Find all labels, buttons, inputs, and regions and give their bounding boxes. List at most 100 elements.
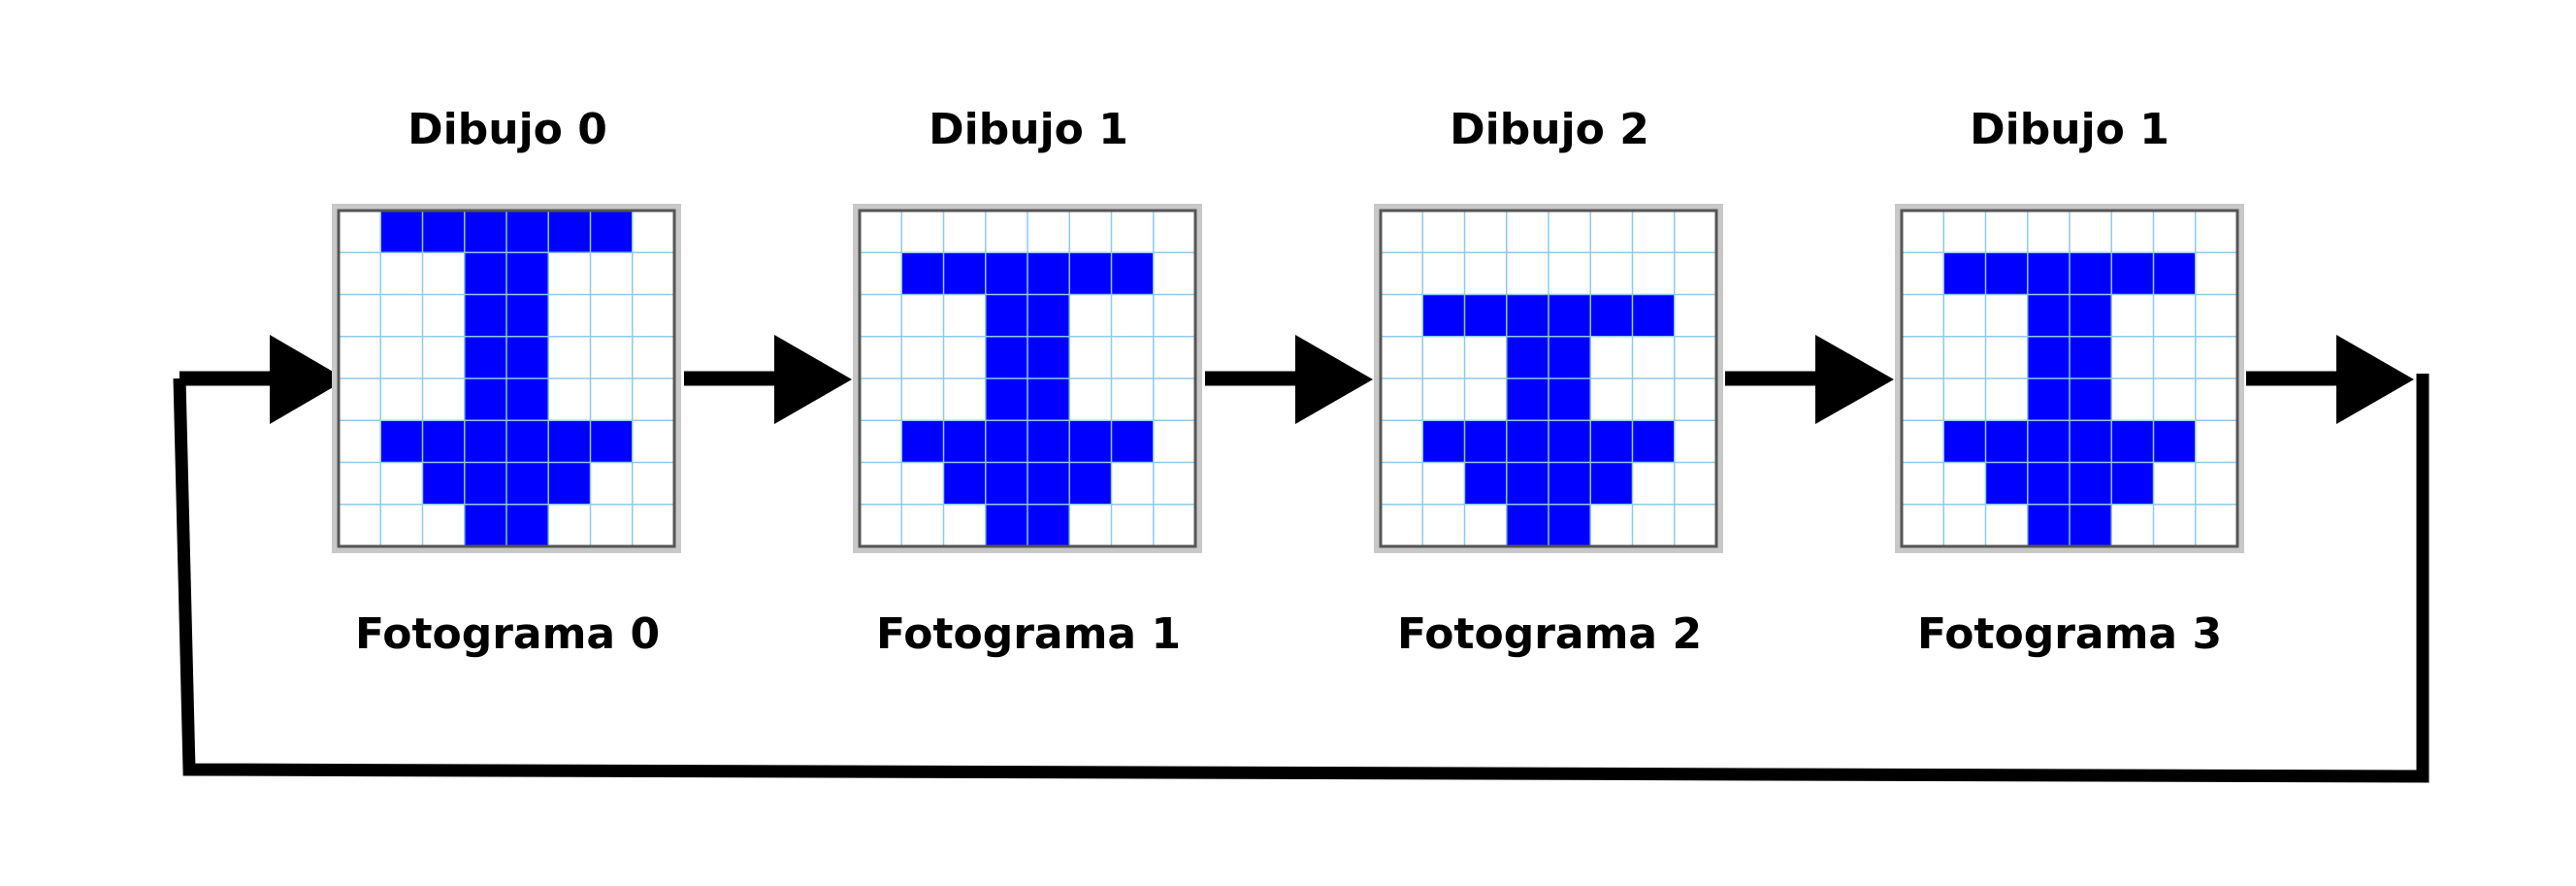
- pixel-cell: [2070, 294, 2112, 338]
- pixel-cell: [464, 294, 507, 338]
- pixel-cell: [1027, 336, 1070, 379]
- pixel-cell: [2153, 252, 2197, 295]
- pixel-cell: [2027, 378, 2071, 421]
- pixel-cell: [422, 211, 466, 253]
- pixel-grid: [1374, 204, 1723, 553]
- frame-3: Dibujo 1 Fotograma 3: [1895, 105, 2244, 659]
- pixel-cell: [985, 294, 1028, 338]
- tile-border: [1900, 209, 2239, 548]
- pixel-cell: [2027, 294, 2071, 338]
- drawing-label: Dibujo 0: [408, 105, 607, 154]
- pixel-cell: [380, 211, 423, 253]
- pixel-cell: [2111, 252, 2154, 295]
- frame-label: Fotograma 2: [1397, 609, 1702, 659]
- pixel-cell: [464, 462, 507, 506]
- pixel-cell: [1027, 420, 1070, 463]
- pixel-cell: [2027, 336, 2071, 379]
- pixel-cell: [985, 504, 1028, 547]
- loop-back-line: [173, 374, 2429, 783]
- pixel-cell: [1590, 462, 1633, 506]
- arrow-into-frame-0: [179, 335, 346, 424]
- pixel-cell: [1549, 420, 1591, 463]
- pixel-cell: [985, 462, 1028, 506]
- pixel-cell: [2027, 504, 2071, 547]
- pixel-cell: [1506, 336, 1549, 379]
- pixel-cell: [506, 211, 549, 253]
- pixel-cell: [1464, 294, 1508, 338]
- pixel-cell: [985, 378, 1028, 421]
- pixel-cell: [1549, 462, 1591, 506]
- drawing-label: Dibujo 2: [1450, 105, 1649, 154]
- pixel-cell: [2070, 378, 2112, 421]
- tile-border: [337, 209, 676, 548]
- pixel-cell: [548, 462, 591, 506]
- pixel-cell: [1069, 462, 1112, 506]
- pixel-cell: [1111, 252, 1155, 295]
- pixel-cell: [506, 294, 549, 338]
- pixel-cell: [464, 336, 507, 379]
- frame-2: Dibujo 2 Fotograma 2: [1374, 105, 1723, 659]
- arrow-frame-1-to-2: [1205, 335, 1373, 424]
- pixel-cell: [464, 504, 507, 547]
- pixel-cell: [901, 252, 944, 295]
- pixel-cell: [1506, 294, 1549, 338]
- pixel-cell: [380, 420, 423, 463]
- pixel-cell: [506, 336, 549, 379]
- pixel-cell: [1549, 294, 1591, 338]
- pixel-cell: [943, 252, 987, 295]
- pixel-cell: [1027, 294, 1070, 338]
- drawing-label: Dibujo 1: [1970, 105, 2169, 154]
- pixel-cell: [2070, 252, 2112, 295]
- frame-label: Fotograma 0: [355, 609, 660, 659]
- frame-label: Fotograma 3: [1917, 609, 2222, 659]
- pixel-cell: [2027, 252, 2071, 295]
- pixel-cell: [1069, 252, 1112, 295]
- pixel-cell: [901, 420, 944, 463]
- pixel-cell: [2027, 462, 2071, 506]
- pixel-cell: [464, 252, 507, 295]
- pixel-cell: [2153, 420, 2197, 463]
- pixel-cell: [2111, 420, 2154, 463]
- pixel-cell: [464, 420, 507, 463]
- pixel-cell: [2070, 462, 2112, 506]
- pixel-cell: [1069, 420, 1112, 463]
- pixel-cell: [985, 252, 1028, 295]
- pixel-cell: [506, 504, 549, 547]
- pixel-cell: [464, 378, 507, 421]
- pixel-grid: [332, 204, 681, 553]
- pixel-cell: [1027, 504, 1070, 547]
- pixel-cell: [590, 211, 634, 253]
- pixel-cell: [506, 420, 549, 463]
- pixel-cell: [1943, 420, 1986, 463]
- pixel-grid: [853, 204, 1202, 553]
- pixel-cell: [506, 378, 549, 421]
- pixel-cell: [943, 462, 987, 506]
- pixel-cell: [1985, 462, 2029, 506]
- pixel-cell: [464, 211, 507, 253]
- pixel-cell: [590, 420, 634, 463]
- pixel-cell: [1590, 294, 1633, 338]
- pixel-cell: [1506, 420, 1549, 463]
- arrow-frame-3-out: [2246, 335, 2414, 424]
- tile-border: [1379, 209, 1718, 548]
- pixel-cell: [2070, 336, 2112, 379]
- arrow-frame-0-to-1: [684, 335, 852, 424]
- pixel-cell: [1422, 420, 1465, 463]
- pixel-cell: [422, 462, 466, 506]
- pixel-cell: [985, 420, 1028, 463]
- pixel-cell: [548, 420, 591, 463]
- pixel-cell: [1632, 294, 1676, 338]
- frame-1: Dibujo 1 Fotograma 1: [853, 105, 1202, 659]
- pixel-cell: [1549, 336, 1591, 379]
- pixel-cell: [506, 252, 549, 295]
- pixel-cell: [1506, 378, 1549, 421]
- pixel-cell: [1111, 420, 1155, 463]
- pixel-grid: [1895, 204, 2244, 553]
- pixel-cell: [2070, 420, 2112, 463]
- pixel-cell: [1464, 420, 1508, 463]
- frame-0: Dibujo 0 Fotograma 0: [332, 105, 681, 659]
- pixel-cell: [2070, 504, 2112, 547]
- pixel-cell: [506, 462, 549, 506]
- pixel-cell: [1027, 462, 1070, 506]
